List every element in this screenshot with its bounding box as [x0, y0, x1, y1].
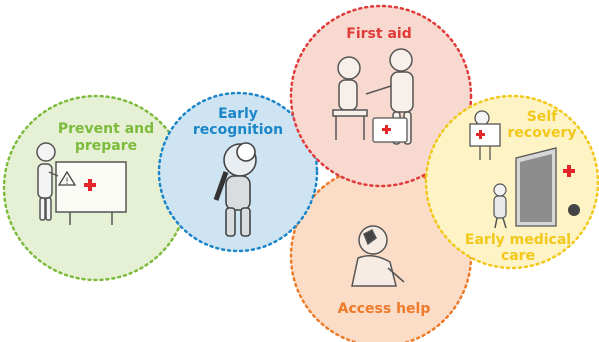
- magnifying-glass-figure-icon: [213, 142, 257, 237]
- early-medical-care-title: Early medical: [465, 232, 571, 248]
- circle-first-aid: [289, 4, 473, 188]
- self-recovery-title-line2: recovery: [508, 125, 577, 141]
- phone-call-figure-icon: [351, 225, 405, 287]
- early-recognition-title: Early: [218, 106, 258, 122]
- ambulance-scene-icon: [493, 147, 585, 229]
- svg-text:!: !: [65, 177, 69, 187]
- red-cross-crescent-emblem: [84, 179, 110, 191]
- access-help-title: Access help: [338, 301, 431, 317]
- warning-triangle-icon: !: [57, 170, 77, 187]
- tv-screen-emblem-icon: [469, 110, 501, 160]
- self-recovery-title: Self: [527, 109, 558, 125]
- first-aid-kit-icon: [372, 117, 408, 143]
- prevent-title-line2: prepare: [75, 138, 137, 154]
- first-aid-title: First aid: [346, 26, 411, 42]
- early-recognition-title-line2: recognition: [193, 122, 283, 138]
- prevent-title: Prevent and: [58, 121, 154, 137]
- early-medical-care-title-line2: care: [501, 248, 535, 264]
